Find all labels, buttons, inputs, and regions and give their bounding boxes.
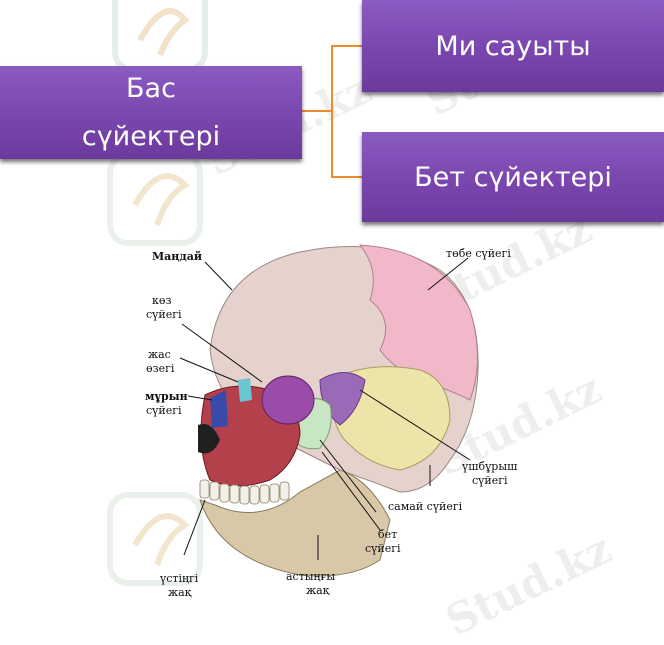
nasal-cavity [198, 424, 220, 454]
label-zygomatic-2: сүйегі [365, 542, 401, 555]
label-sphenoid-1: үшбұрыш [462, 460, 518, 473]
mandible-bone [199, 469, 391, 577]
label-orbit-1: көз [152, 294, 172, 307]
teeth [199, 479, 290, 505]
skull-diagram: Маңдай төбе сүйегі көз сүйегі жас өзегі … [0, 230, 664, 600]
label-temporal: самай сүйегі [388, 500, 463, 513]
watermark-logo-icon [107, 492, 203, 586]
skull-illustration [179, 244, 479, 577]
nasal-bone [210, 390, 228, 428]
label-zygomatic-1: бет [378, 528, 398, 541]
skull-bones-box: Бас сүйектері [0, 66, 302, 159]
label-maxilla-2: жақ [168, 586, 192, 599]
root-label-line1: Бас [126, 72, 176, 104]
label-parietal: төбе сүйегі [446, 247, 511, 260]
label-lacrimal-2: өзегі [146, 362, 175, 375]
facial-bones-label: Бет сүйектері [414, 161, 612, 193]
leader-lines [179, 257, 471, 560]
label-maxilla-1: үстіңгі [160, 572, 199, 585]
label-nasal-2: сүйегі [146, 404, 182, 417]
root-label-line2: сүйектері [81, 120, 221, 152]
lacrimal-bone [238, 378, 252, 402]
connector-vertical [331, 45, 333, 177]
label-frontal: Маңдай [152, 250, 203, 263]
connector-root-stub [302, 110, 332, 112]
label-mandible-1: астыңғы [286, 570, 336, 583]
connector-bottom [331, 176, 362, 178]
label-lacrimal-1: жас [148, 348, 171, 361]
facial-bones-box: Бет сүйектері [362, 132, 664, 222]
label-mandible-2: жақ [306, 584, 330, 597]
cranium-label: Ми сауыты [435, 30, 591, 62]
label-orbit-2: сүйегі [146, 308, 182, 321]
cranium-box: Ми сауыты [362, 0, 664, 92]
label-sphenoid-2: сүйегі [472, 474, 508, 487]
orbit-cavity [261, 375, 315, 425]
label-nasal-1: мұрын [145, 390, 188, 403]
connector-top [331, 45, 362, 47]
